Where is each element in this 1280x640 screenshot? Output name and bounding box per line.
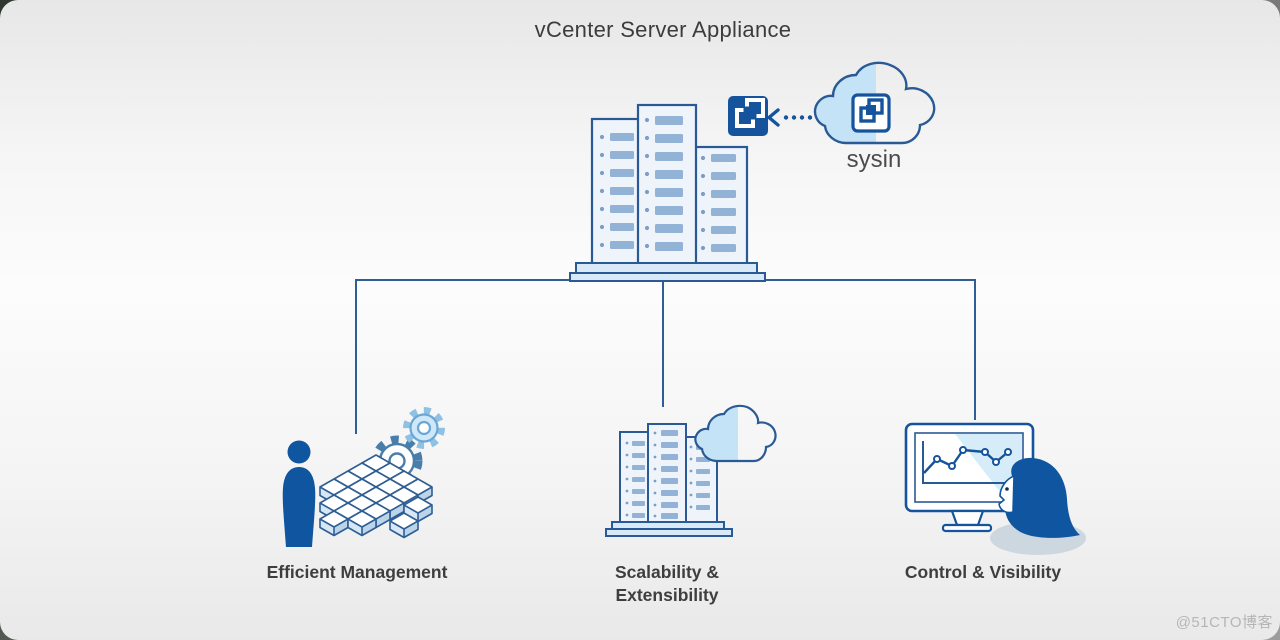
building-windows xyxy=(599,116,736,252)
feature-label-efficient-management: Efficient Management xyxy=(267,561,448,584)
feature-label-line: Scalability & xyxy=(614,562,720,582)
viewer-person-icon xyxy=(990,457,1086,555)
gear-small-icon xyxy=(403,407,445,449)
feature-label-control-visibility: Control & Visibility xyxy=(905,561,1061,584)
connector-lines xyxy=(355,279,976,434)
admin-person-icon xyxy=(282,440,316,547)
vsphere-logo-in-cloud-icon xyxy=(851,93,891,133)
building-with-cloud-icon xyxy=(605,404,777,537)
watermark: @51CTO博客 xyxy=(1175,614,1273,631)
cloud-label: sysin xyxy=(846,146,902,173)
line-chart-icon xyxy=(922,441,1020,484)
feature-label-line: Control & Visibility xyxy=(904,562,1062,582)
feature-label-line: Efficient Management xyxy=(266,562,448,582)
feature-label-scalability-extensibility: Scalability & Extensibility xyxy=(615,561,719,607)
vsphere-logo-icon xyxy=(728,96,768,136)
server-building-icon xyxy=(569,103,766,282)
cloud-icon xyxy=(813,61,936,145)
admin-user-cubes-gears-icon xyxy=(282,407,445,547)
building-pedestal xyxy=(569,262,766,282)
monitor-chart-viewer-icon xyxy=(904,422,1086,555)
feature-label-line: Extensibility xyxy=(615,585,719,605)
page-title: vCenter Server Appliance xyxy=(534,17,792,42)
small-cloud-icon xyxy=(694,404,777,463)
